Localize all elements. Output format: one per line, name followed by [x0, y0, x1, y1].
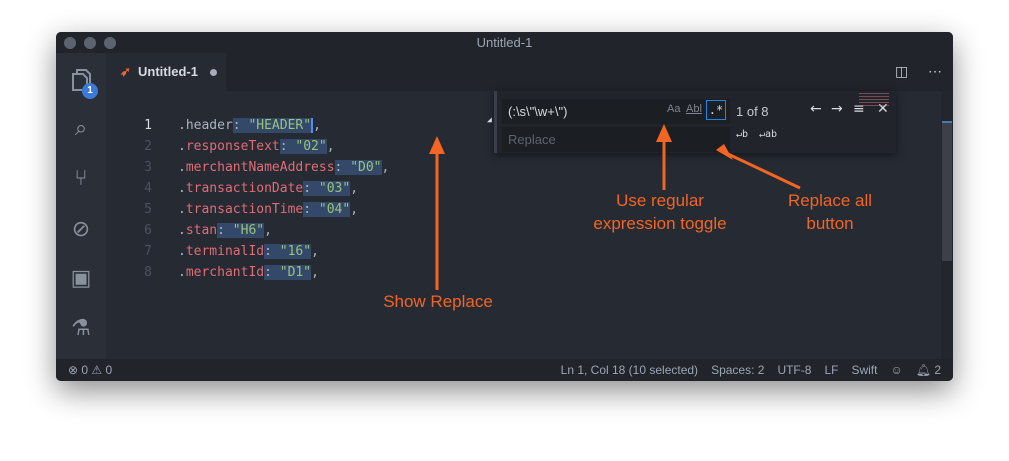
title-bar: Untitled-1: [56, 32, 953, 53]
cursor-position[interactable]: Ln 1, Col 18 (10 selected): [560, 363, 699, 377]
match-highlight: : "04": [303, 202, 351, 217]
split-editor-icon[interactable]: ◫: [895, 63, 909, 79]
whole-word-toggle[interactable]: Abl: [686, 103, 702, 115]
unsaved-dot-icon[interactable]: [210, 69, 217, 76]
activity-bar: 1 ⌕ ⑂ ⊘ ▣ ⚗: [56, 53, 106, 359]
match-highlight: : "HEADER": [232, 118, 314, 133]
source-control-icon[interactable]: ⑂: [74, 165, 88, 190]
debug-icon[interactable]: ⊘: [71, 216, 91, 241]
search-icon[interactable]: ⌕: [74, 115, 88, 140]
code-text: .transactionDate: "03",: [178, 181, 359, 196]
code-text: .stan: "H6",: [178, 223, 272, 238]
regex-toggle[interactable]: .*: [706, 100, 726, 120]
code-text: .transactionTime: "04",: [178, 202, 359, 217]
replace-all-arrow: [727, 152, 801, 190]
editor-window: Untitled-1 1 ⌕ ⑂ ⊘ ▣ ⚗ ➶ Untitled-1 ◫ ⋯ …: [56, 32, 953, 381]
replace-one-button[interactable]: ↵b: [736, 129, 749, 140]
test-flask-icon[interactable]: ⚗: [71, 315, 91, 340]
more-actions-icon[interactable]: ⋯: [928, 63, 942, 79]
line-number: 5: [144, 202, 152, 217]
code-text: .terminalId: "16",: [178, 244, 319, 259]
code-text: .responseText: "02",: [178, 139, 335, 154]
end-of-line[interactable]: LF: [824, 363, 839, 377]
line-number: 4: [144, 181, 152, 196]
code-editor[interactable]: ◢ (:\s\"\w+\") Aa Abl .* 1 of 8 ← → ≡ ✕ …: [106, 91, 953, 359]
match-highlight: : "03": [303, 181, 351, 196]
swift-icon: ➶: [120, 64, 131, 79]
match-highlight: : "D1": [264, 265, 312, 280]
language-mode[interactable]: Swift: [851, 363, 878, 377]
line-number: 1: [144, 118, 152, 133]
problems-indicator[interactable]: ⊗ 0 ⚠ 0: [68, 363, 113, 377]
indentation[interactable]: Spaces: 2: [711, 363, 765, 377]
status-bar: ⊗ 0 ⚠ 0 Ln 1, Col 18 (10 selected) Space…: [56, 359, 953, 381]
next-match-icon[interactable]: →: [831, 101, 843, 117]
line-number: 8: [144, 265, 152, 280]
show-replace-annotation: Show Replace: [383, 292, 493, 311]
replace-all-button[interactable]: ↵ab: [759, 129, 778, 140]
notifications-bell-icon[interactable]: 🔔︎ 2: [915, 363, 941, 377]
code-text: .merchantNameAddress: "D0",: [178, 160, 390, 175]
find-widget: ◢ (:\s\"\w+\") Aa Abl .* 1 of 8 ← → ≡ ✕ …: [487, 91, 896, 153]
minimap[interactable]: [859, 93, 889, 107]
match-highlight: : "16": [264, 244, 312, 259]
replace-all-annotation: Replace all button: [787, 191, 873, 233]
tab-label: Untitled-1: [138, 64, 198, 79]
line-number: 7: [144, 244, 152, 259]
replace-input[interactable]: Replace: [502, 127, 730, 152]
window-title: Untitled-1: [476, 35, 533, 50]
minimize-window-button[interactable]: [84, 37, 96, 49]
feedback-smiley-icon[interactable]: ☺: [890, 363, 903, 377]
extensions-icon[interactable]: ▣: [70, 265, 92, 290]
match-case-toggle[interactable]: Aa: [667, 103, 681, 115]
close-window-button[interactable]: [64, 37, 76, 49]
toggle-replace-icon[interactable]: ◢: [487, 115, 492, 124]
files-badge: 1: [82, 83, 98, 99]
previous-match-icon[interactable]: ←: [810, 101, 822, 117]
tab-untitled-1[interactable]: ➶ Untitled-1: [106, 53, 226, 91]
find-input[interactable]: (:\s\"\w+\"): [502, 99, 730, 124]
match-count: 1 of 8: [736, 104, 769, 119]
find-in-selection-icon[interactable]: ≡: [853, 101, 865, 117]
match-highlight: : "02": [279, 139, 327, 154]
zoom-window-button[interactable]: [104, 37, 116, 49]
tab-bar: ➶ Untitled-1 ◫ ⋯: [106, 53, 953, 91]
code-text: .header: "HEADER",: [178, 118, 321, 133]
code-text: .merchantId: "D1",: [178, 265, 319, 280]
close-find-icon[interactable]: ✕: [877, 101, 889, 117]
encoding[interactable]: UTF-8: [777, 363, 812, 377]
line-number: 3: [144, 160, 152, 175]
regex-toggle-annotation: Use regular expression toggle: [593, 191, 727, 233]
match-highlight: : "H6": [217, 223, 265, 238]
line-number: 6: [144, 223, 152, 238]
line-number: 2: [144, 139, 152, 154]
match-highlight: : "D0": [334, 160, 382, 175]
vertical-scrollbar[interactable]: [941, 91, 953, 359]
